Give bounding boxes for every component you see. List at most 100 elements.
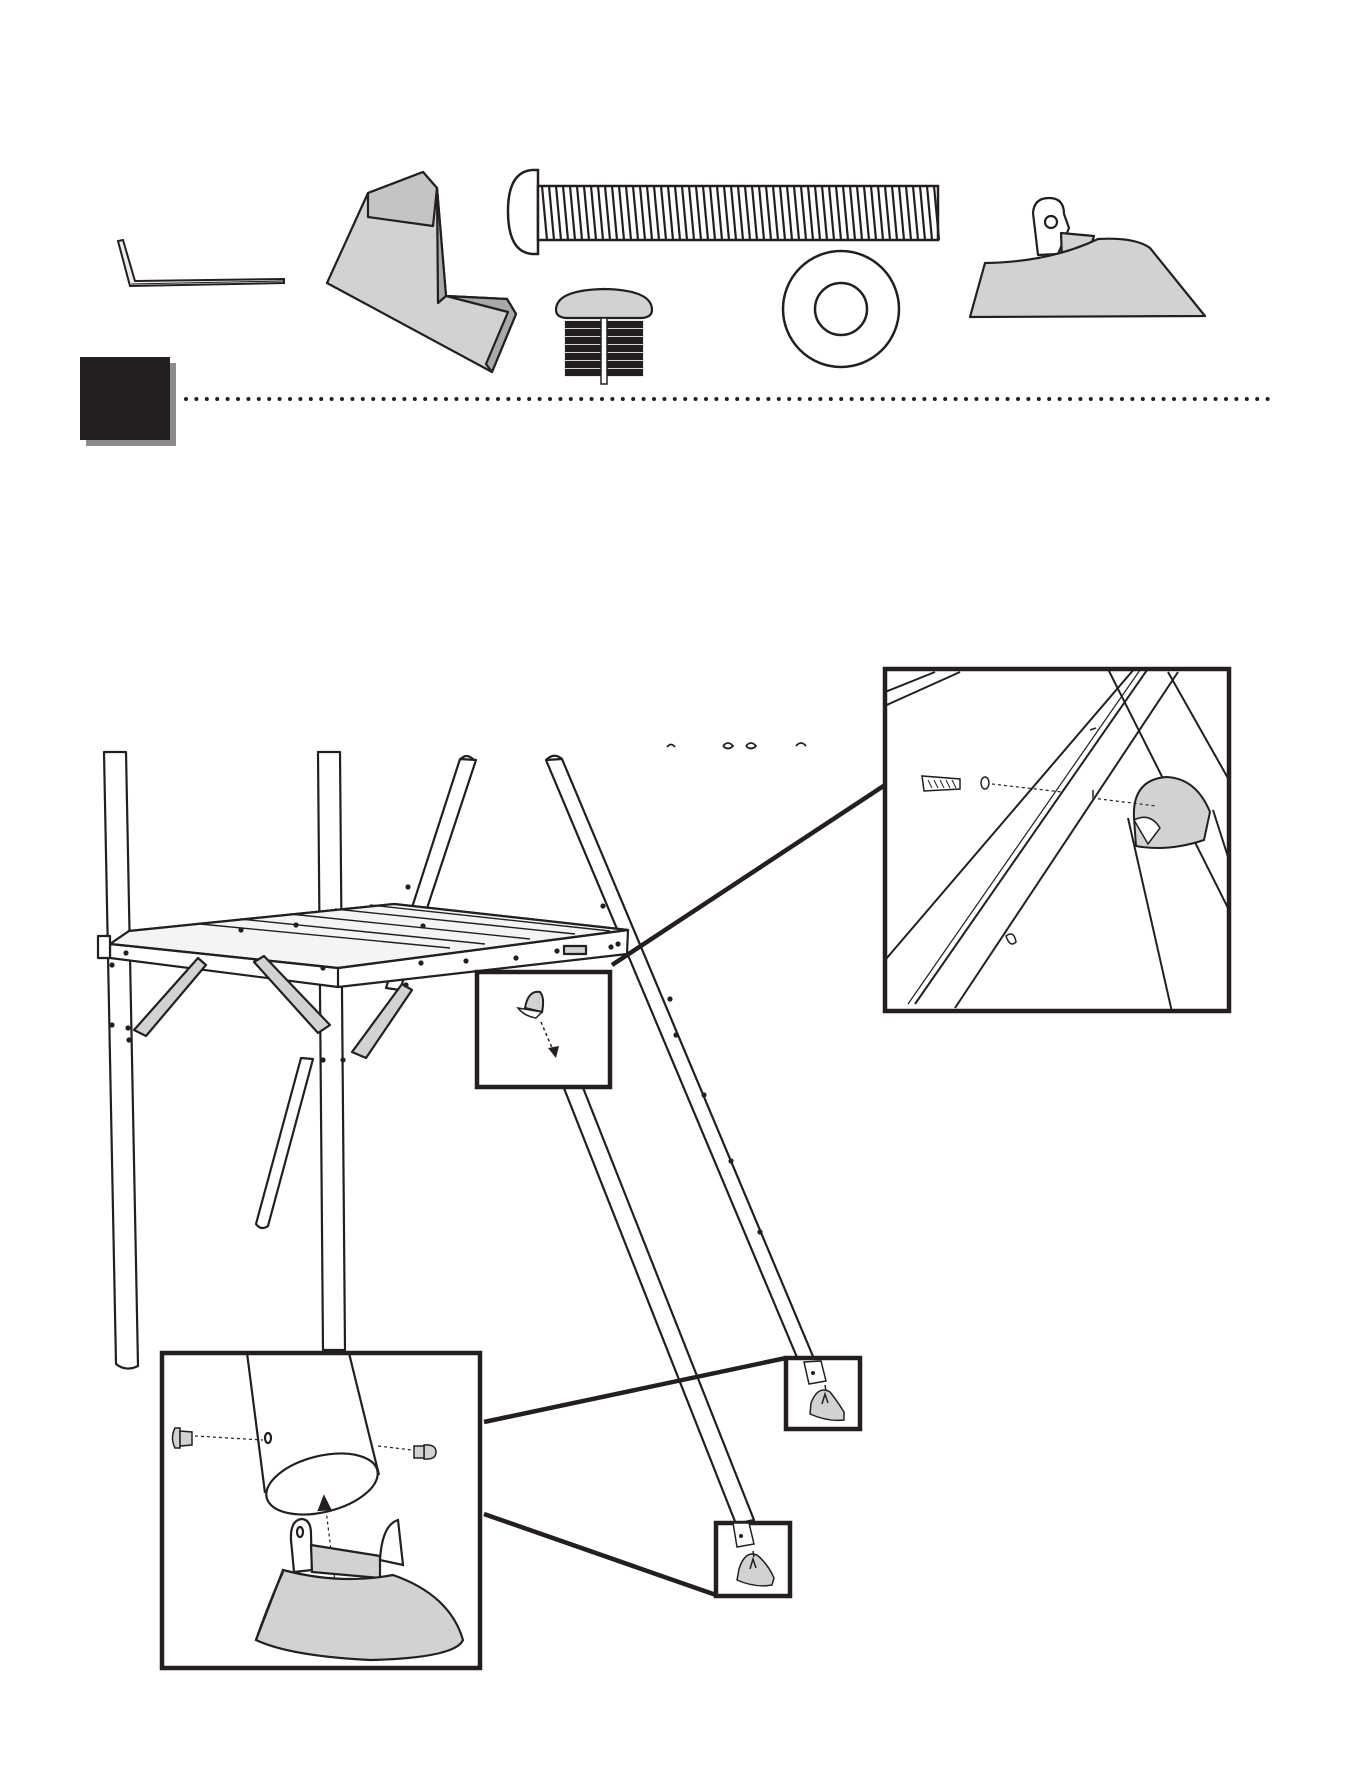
rule-dot (1058, 397, 1062, 401)
bolt-head (109, 962, 114, 967)
rule-dot (954, 397, 958, 401)
bolt-cap-zoom (880, 668, 1229, 1035)
rule-dot (454, 397, 458, 401)
rule-dot (985, 397, 989, 401)
rule-dot (1141, 397, 1145, 401)
rule-dot (912, 397, 916, 401)
rule-dot (808, 397, 812, 401)
rule-dot (714, 397, 718, 401)
bolt-head (420, 923, 425, 928)
rule-dot (662, 397, 666, 401)
rule-dot (881, 397, 885, 401)
apex-hardware (667, 743, 806, 749)
rule-dot (288, 397, 292, 401)
rule-dot (798, 397, 802, 401)
rule-dot (1110, 397, 1114, 401)
rule-dot (226, 397, 230, 401)
rule-dot (1068, 397, 1072, 401)
rule-dot (933, 397, 937, 401)
rule-dot (818, 397, 822, 401)
rule-dot (964, 397, 968, 401)
rule-dot (319, 397, 323, 401)
callout-lines (484, 785, 885, 1595)
rule-dot (995, 397, 999, 401)
rule-dot (610, 397, 614, 401)
rule-dot (361, 397, 365, 401)
bolt-head (615, 941, 620, 946)
rule-dot (1172, 397, 1176, 401)
rule-dot (309, 397, 313, 401)
rule-dot (1151, 397, 1155, 401)
rule-dot (1130, 397, 1134, 401)
bolt-head (405, 884, 410, 889)
step-badge (80, 357, 176, 446)
rule-dot (1162, 397, 1166, 401)
rule-dot (1089, 397, 1093, 401)
rule-dot (1047, 397, 1051, 401)
bolt-head (701, 1092, 706, 1097)
allen-wrench-icon (118, 240, 284, 286)
bolt-head (125, 1025, 130, 1030)
rule-dot (839, 397, 843, 401)
rule-dot (496, 397, 500, 401)
dotted-separator (184, 397, 1270, 401)
rule-dot (746, 397, 750, 401)
rule-dot (1203, 397, 1207, 401)
rule-dot (402, 397, 406, 401)
bolt-head (554, 948, 559, 953)
rule-dot (1037, 397, 1041, 401)
rule-dot (735, 397, 739, 401)
rule-dot (1245, 397, 1249, 401)
rule-dot (205, 397, 209, 401)
rule-dot (465, 397, 469, 401)
rule-dot (1193, 397, 1197, 401)
top-cap-detail (477, 972, 610, 1087)
rule-dot (475, 397, 479, 401)
rule-dot (1255, 397, 1259, 401)
rule-dot (621, 397, 625, 401)
rule-dot (756, 397, 760, 401)
bolt-icon (508, 170, 939, 254)
rule-dot (1006, 397, 1010, 401)
rule-dot (725, 397, 729, 401)
bolt-head (340, 1057, 345, 1062)
rule-dot (184, 397, 188, 401)
plug-slot (601, 318, 607, 384)
rule-dot (652, 397, 656, 401)
rule-dot (257, 397, 261, 401)
bolt-head (513, 955, 518, 960)
ribbed-plug-icon (556, 289, 652, 384)
rule-dot (922, 397, 926, 401)
rule-dot (902, 397, 906, 401)
foot-small-detail-right (786, 1358, 860, 1429)
rule-dot (850, 397, 854, 401)
rule-dot (434, 397, 438, 401)
rule-dot (590, 397, 594, 401)
rule-dot (891, 397, 895, 401)
rule-dot (538, 397, 542, 401)
rule-dot (943, 397, 947, 401)
rule-dot (392, 397, 396, 401)
rule-dot (194, 397, 198, 401)
rule-dot (486, 397, 490, 401)
bolt-head (673, 1032, 678, 1037)
rule-dot (777, 397, 781, 401)
rule-dot (631, 397, 635, 401)
rule-dot (506, 397, 510, 401)
rule-dot (246, 397, 250, 401)
rule-dot (267, 397, 271, 401)
bolt-head (123, 950, 128, 955)
rule-dot (423, 397, 427, 401)
rule-dot (704, 397, 708, 401)
rule-dot (1224, 397, 1228, 401)
bolt-head (320, 1057, 325, 1062)
rule-dot (330, 397, 334, 401)
rule-dot (1099, 397, 1103, 401)
bolt-head (757, 1229, 762, 1234)
rule-dot (236, 397, 240, 401)
rule-dot (371, 397, 375, 401)
rule-dot (558, 397, 562, 401)
washer-icon (783, 251, 899, 367)
